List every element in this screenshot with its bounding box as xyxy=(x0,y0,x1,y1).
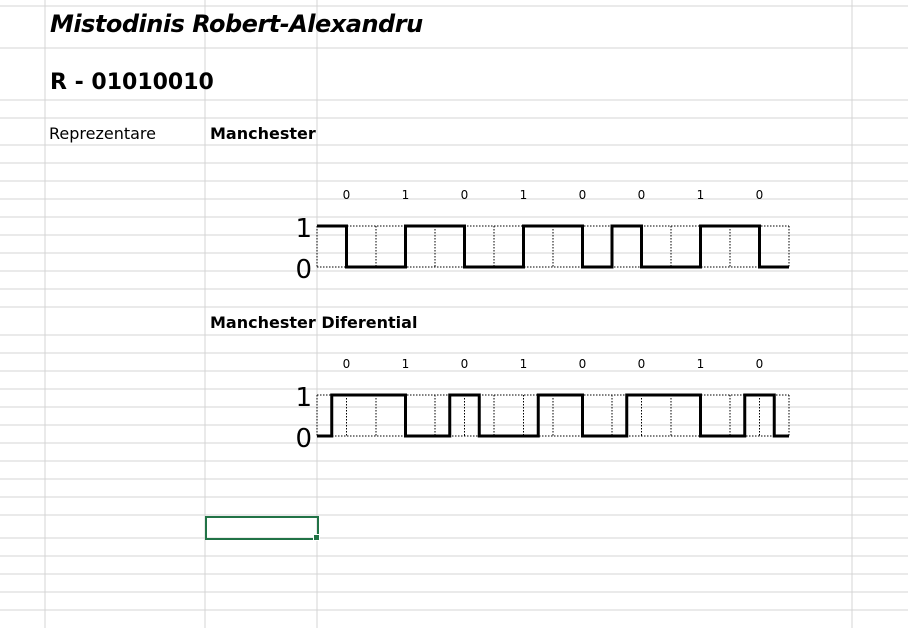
manchester-diferential-bit-labels: 0 1 0 1 0 0 1 0 xyxy=(343,357,764,371)
manchester-bit-labels: 0 1 0 1 0 0 1 0 xyxy=(343,188,764,202)
bit-label: 0 xyxy=(461,188,469,202)
bit-label: 0 xyxy=(343,188,351,202)
manchester-signal-line xyxy=(317,224,789,269)
bit-label: 1 xyxy=(520,357,528,371)
bit-label: 0 xyxy=(579,188,587,202)
active-cell-selection[interactable] xyxy=(205,516,319,540)
bit-label: 1 xyxy=(520,188,528,202)
manchester-diferential-waveform: 0 1 0 1 0 0 1 0 1 0 xyxy=(295,357,790,454)
bit-label: 1 xyxy=(402,188,410,202)
representation-label[interactable]: Reprezentare xyxy=(49,124,156,143)
manchester-dotted-guides xyxy=(316,225,790,268)
sheet-code[interactable]: R - 01010010 xyxy=(50,70,214,95)
fill-handle[interactable] xyxy=(313,534,320,541)
bit-label: 1 xyxy=(697,188,705,202)
bit-label: 0 xyxy=(461,357,469,371)
bit-label: 0 xyxy=(756,188,764,202)
manchester-diferential-high-label: 1 xyxy=(295,383,312,413)
manchester-heading[interactable]: Manchester xyxy=(210,124,316,143)
bit-label: 0 xyxy=(343,357,351,371)
manchester-diferential-signal-line xyxy=(317,393,789,438)
manchester-diferential-dotted-guides xyxy=(316,394,790,437)
bit-label: 0 xyxy=(638,188,646,202)
bit-label: 1 xyxy=(402,357,410,371)
bit-label: 0 xyxy=(579,357,587,371)
manchester-high-label: 1 xyxy=(295,214,312,244)
bit-label: 0 xyxy=(638,357,646,371)
bit-label: 0 xyxy=(756,357,764,371)
sheet-title[interactable]: Mistodinis Robert-Alexandru xyxy=(50,10,423,38)
manchester-diferential-low-label: 0 xyxy=(295,424,312,454)
bit-label: 1 xyxy=(697,357,705,371)
manchester-waveform: 0 1 0 1 0 0 1 0 1 0 xyxy=(295,188,790,285)
manchester-diferential-heading[interactable]: Manchester Diferential xyxy=(210,313,418,332)
manchester-low-label: 0 xyxy=(295,255,312,285)
